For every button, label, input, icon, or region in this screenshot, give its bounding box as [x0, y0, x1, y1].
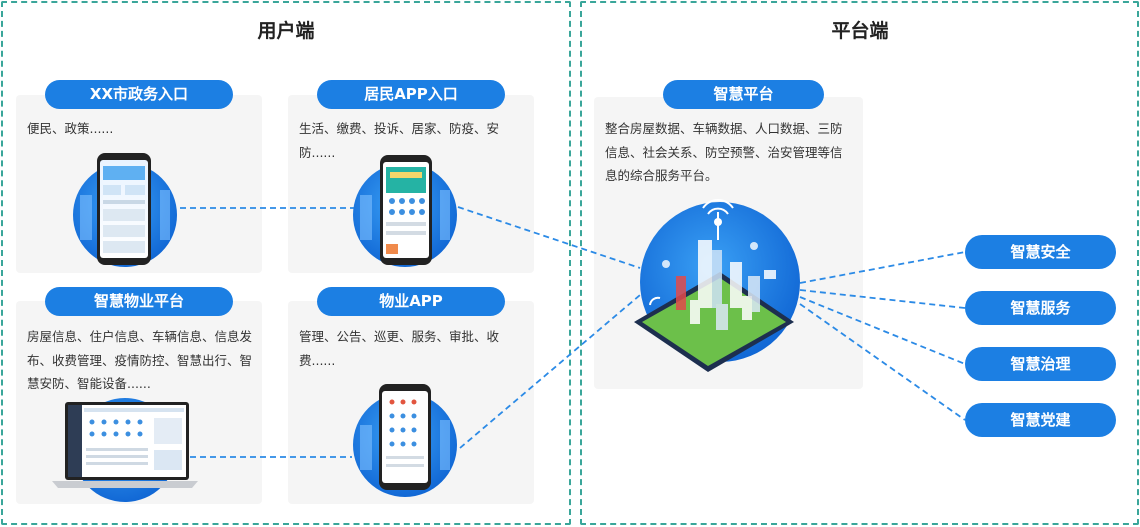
connector-resident-platform — [457, 206, 641, 269]
gov-title: XX市政务入口 — [45, 80, 233, 109]
connector-out-2 — [799, 289, 966, 309]
output-pill-2: 智慧服务 — [965, 291, 1116, 325]
connector-lines — [180, 206, 966, 458]
smart-platform-desc: 整合房屋数据、车辆数据、人口数据、三防信息、社会关系、防空预警、治安管理等信息的… — [605, 121, 843, 183]
resident-title: 居民APP入口 — [317, 80, 505, 109]
connector-out-1 — [799, 251, 966, 284]
user-zone — [1, 1, 571, 525]
connector-app-platform — [459, 294, 641, 449]
output-pill-1: 智慧安全 — [965, 235, 1116, 269]
user-zone-title: 用户端 — [257, 20, 315, 42]
platform-zone-title: 平台端 — [831, 20, 889, 42]
output-pill-3: 智慧治理 — [965, 347, 1116, 381]
resident-phone-illustration — [353, 155, 457, 267]
output-pill-4: 智慧党建 — [965, 403, 1116, 437]
connector-out-4 — [799, 303, 966, 421]
property-app-title: 物业APP — [317, 287, 505, 316]
property-platform-title: 智慧物业平台 — [45, 287, 233, 316]
smart-platform-title: 智慧平台 — [663, 80, 824, 109]
gov-phone-illustration — [73, 153, 177, 267]
connector-out-3 — [799, 296, 966, 365]
property-app-desc: 管理、公告、巡更、服务、审批、收费...... — [299, 329, 500, 368]
property-app-phone-illustration — [353, 384, 457, 497]
smart-city-illustration — [634, 41, 800, 372]
gov-desc: 便民、政策...... — [27, 121, 114, 136]
platform-zone — [580, 1, 1139, 525]
property-platform-desc: 房屋信息、住户信息、车辆信息、信息发布、收费管理、疫情防控、智慧出行、智慧安防、… — [27, 329, 253, 391]
laptop-illustration — [52, 398, 198, 502]
resident-desc: 生活、缴费、投诉、居家、防疫、安防...... — [299, 121, 500, 160]
